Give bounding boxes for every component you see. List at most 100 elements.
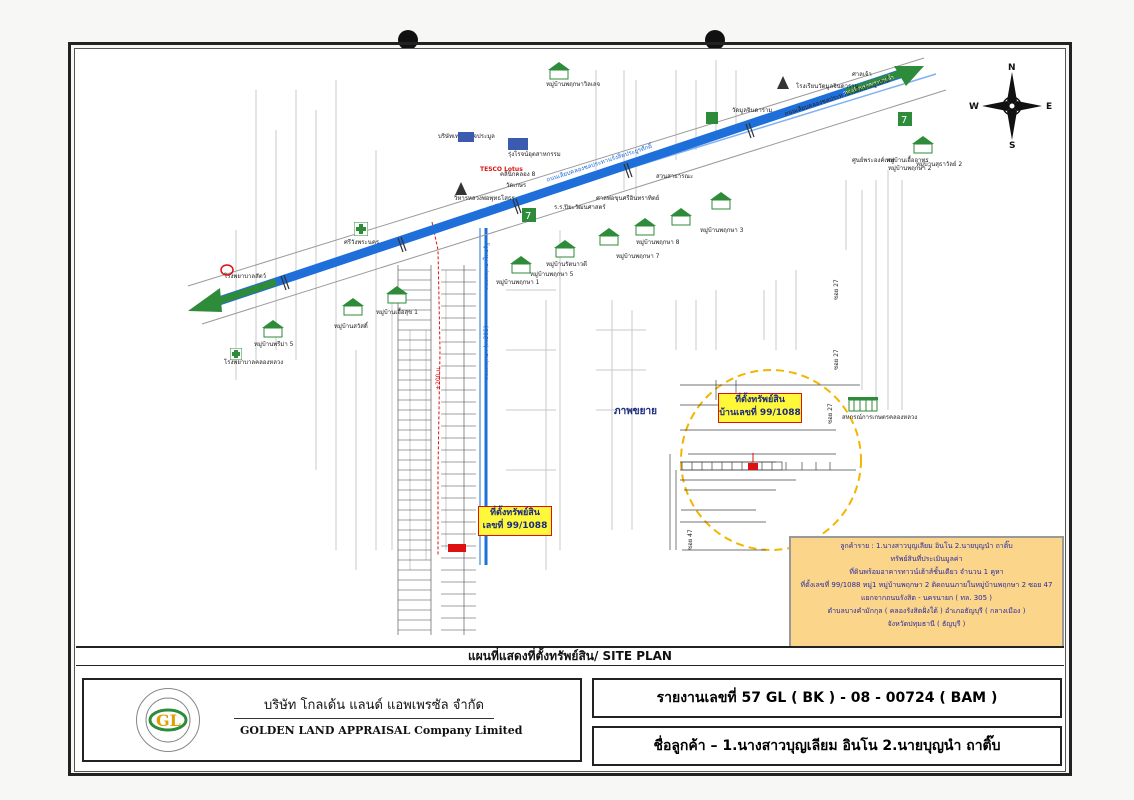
client-name: ชื่อลูกค้า – 1.นางสาวบุญเลียม อินโน 2.นา… <box>592 726 1062 766</box>
info-line: ตำบลบางคำมักกุล ( คลองรังสิตฝั่งใต้ ) อำ… <box>827 607 1026 615</box>
landmark-label: วัดมูลจินดาราม <box>732 107 773 114</box>
info-line: ทรัพย์สินที่ประเมินมูลค่า <box>890 555 963 563</box>
village-house-icon <box>510 256 532 274</box>
landmark-label: โรงพยาบาลสัตว์ <box>224 273 266 280</box>
village-label: หมู่บ้านเอื้อสุข 1 <box>376 309 418 316</box>
property-info-box: ลูกค้าราย : 1.นางสาวบุญเลียม อินโน 2.นาย… <box>789 536 1064 648</box>
site-callout-line: ที่ตั้งทรัพย์สิน <box>735 395 785 405</box>
company-name-en: GOLDEN LAND APPRAISAL Company Limited <box>240 724 523 737</box>
site-callout-zoom: ที่ตั้งทรัพย์สิน บ้านเลขที่ 99/1088 <box>718 393 802 423</box>
landmark-label: สวนสาธารณะ <box>656 173 694 180</box>
landmark-label: คลินิกคลอง 8 <box>500 171 536 178</box>
village-label: หมู่บ้านรัตนาวดี <box>546 261 588 268</box>
landmark-label: ศาลเจ้า <box>852 71 872 78</box>
company-logo: GL <box>136 688 200 752</box>
village-house-icon <box>386 286 408 304</box>
landmark-label: ศรีวังพระนคร <box>344 239 380 246</box>
landmark-label: รุ่งโรจน์อุตสาหกรรม <box>508 151 561 158</box>
compass-w: W <box>969 102 979 112</box>
village-house-icon <box>342 298 364 316</box>
landmark-label: โรงพยาบาลคลองหลวง <box>224 359 284 366</box>
highway-road <box>202 65 914 311</box>
compass-e: E <box>1046 102 1053 112</box>
landmark-label: ร.ร.ปิยะวัฒนศาสตร์ <box>554 204 606 211</box>
compass-n: N <box>1008 63 1016 73</box>
village-label: หมู่บ้านพฤกษา 1 <box>496 279 540 286</box>
arrow-east <box>894 66 924 86</box>
site-callout-main: ที่ตั้งทรัพย์สิน เลขที่ 99/1088 <box>478 506 552 536</box>
zoom-title: ภาพขยาย <box>614 406 657 417</box>
landmark-label: โรงเรียนวัดมูลจินดาราม <box>796 83 859 90</box>
minor-roads <box>235 60 903 570</box>
seven-eleven-icon: 7 <box>522 208 536 222</box>
factory-icon <box>458 132 474 142</box>
info-line: ที่ดินพร้อมอาคารทาวน์เฮ้าส์ชั้นเดียว จำน… <box>849 568 1004 576</box>
compass-rose <box>982 72 1042 140</box>
village-label: หมู่บ้านสวัสดิ์ <box>334 323 368 330</box>
village-house-icon <box>710 192 732 210</box>
outer-frame <box>68 42 1072 776</box>
village-label: หมู่บ้านสุธาวัลย์ 2 <box>916 161 963 168</box>
landmark-label: ศูนย์พระองค์เทพ <box>852 157 895 164</box>
zoom-circle <box>680 369 862 551</box>
company-logo-icon: GL <box>145 697 191 743</box>
village-label: หมู่บ้านพฤกษาวิลเลจ <box>546 81 601 88</box>
divider <box>234 718 494 719</box>
village-house-icon <box>634 218 656 236</box>
compass-s: S <box>1009 141 1016 151</box>
landmark-label: สหกรณ์การเกษตรคลองหลวง <box>842 414 918 421</box>
landmark-label: หมู่บ้านเอื้ออาทร <box>886 157 929 164</box>
village-house-icon <box>554 240 576 258</box>
route-path <box>431 221 441 555</box>
site-callout-line: เลขที่ 99/1088 <box>482 521 548 531</box>
toyota-icon <box>220 264 234 276</box>
temple-icon <box>455 182 467 195</box>
soi-grid <box>397 265 476 635</box>
road-label: ถนนพฤกษาไทยรัฐ <box>483 242 490 290</box>
inner-frame <box>74 48 1066 772</box>
binder-hole <box>398 30 418 50</box>
building-icon <box>848 397 878 412</box>
hospital-icon <box>230 348 242 360</box>
landmark-label: วิหารหลวงพ่อพุทธโสธร <box>454 195 515 202</box>
svg-text:7: 7 <box>901 115 907 126</box>
landmark-label: ศาลพ่อขุนศรีอินทราทิตย์ <box>596 195 660 202</box>
site-callout-line: บ้านเลขที่ 99/1088 <box>719 408 801 418</box>
map-canvas <box>187 57 1042 635</box>
landmark-label: TESCO Lotus <box>480 166 523 173</box>
seven-eleven-icon: 7 <box>898 112 912 126</box>
village-house-icon <box>598 228 620 246</box>
site-marker-main <box>448 544 466 552</box>
village-house-icon <box>670 208 692 226</box>
road-label: ถนนพฤกษา (ท.305) <box>483 325 490 380</box>
zoom-detail <box>669 380 860 551</box>
soi-label: ซอย 47 <box>687 529 694 550</box>
village-house-icon <box>548 62 570 80</box>
soi-label: ซอย 27 <box>827 403 834 424</box>
soi-label: ซอย 27 <box>833 279 840 300</box>
landmark-label: หมู่บ้านพฤกษา 2 <box>888 165 932 172</box>
temple-icon <box>777 76 789 89</box>
site-plan-title: แผนที่แสดงที่ตั้งทรัพย์สิน/ SITE PLAN <box>76 646 1064 666</box>
soi-label: ซอย 27 <box>833 349 840 370</box>
svg-text:GL: GL <box>156 711 181 730</box>
distance-label: ±200 ม. <box>435 365 442 390</box>
village-label: หมู่บ้านพรีม่า 5 <box>254 341 294 348</box>
village-label: หมู่บ้านพฤกษา 7 <box>616 253 660 260</box>
info-line: จังหวัดปทุมธานี ( ธัญบุรี ) <box>887 620 966 628</box>
site-callout-line: ที่ตั้งทรัพย์สิน <box>490 508 540 518</box>
svg-text:7: 7 <box>525 211 531 222</box>
info-line: แยกจากถนนรังสิต - นครนายก ( ทล. 305 ) <box>860 594 993 602</box>
hospital-icon <box>354 222 368 236</box>
village-house-icon <box>912 136 934 154</box>
village-label: หมู่บ้านพฤกษา 8 <box>636 239 680 246</box>
factory-icon <box>508 138 528 150</box>
report-number: รายงานเลขที่ 57 GL ( BK ) - 08 - 00724 (… <box>592 678 1062 718</box>
site-marker-zoom <box>748 463 758 470</box>
village-label: หมู่บ้านพฤกษา 3 <box>700 227 744 234</box>
info-line: ที่ตั้งเลขที่ 99/1088 หมู่1 หมู่บ้านพฤกษ… <box>800 581 1053 589</box>
landmark-label: วัดเกษร <box>506 182 527 189</box>
village-house-icon <box>262 320 284 338</box>
company-name-th: บริษัท โกลเด้น แลนด์ แอพเพรซัล จำกัด <box>264 698 484 713</box>
